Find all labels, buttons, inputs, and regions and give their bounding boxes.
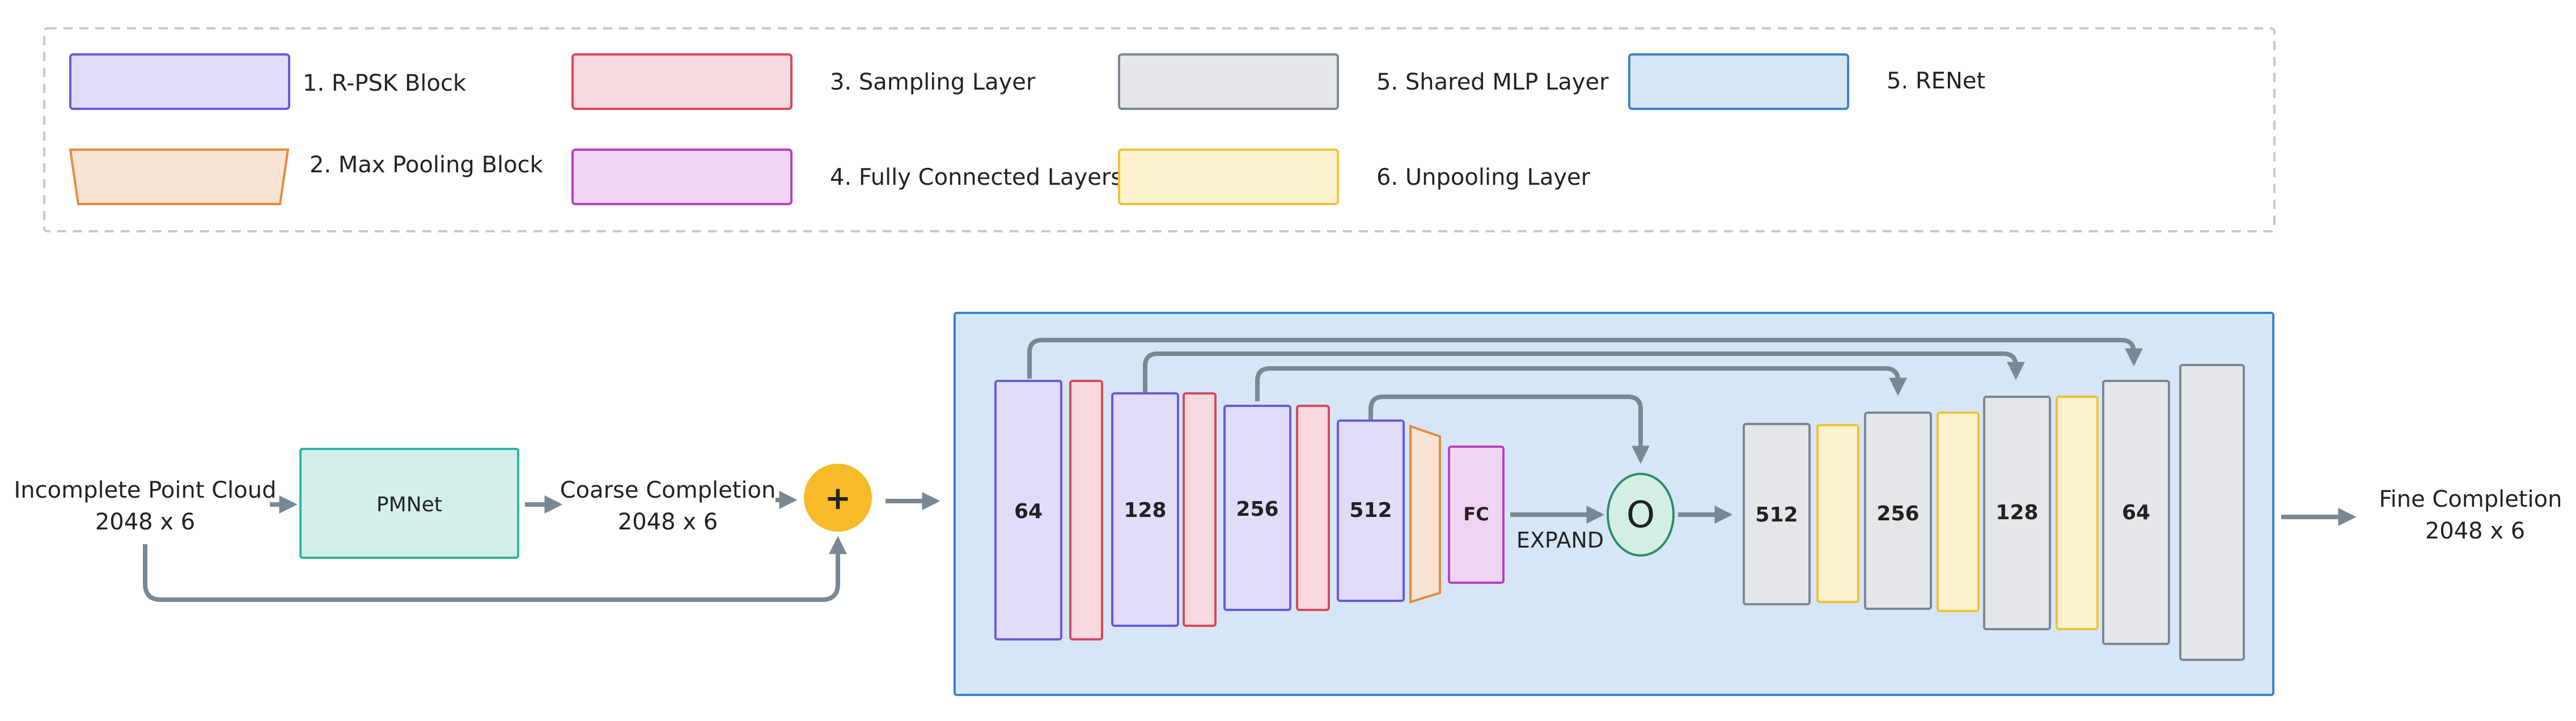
skip-connection-512 [1368,395,1650,464]
legend-label-shared-mlp-layer: 5. Shared MLP Layer [1376,69,1609,95]
skip-connection-256 [1255,366,1907,401]
decoder-label-64: 64 [2122,501,2150,524]
decoder-label-512: 512 [1755,503,1798,527]
skip-connection-64 [1027,338,2143,379]
legend: 1. R-PSK Block 2. Max Pooling Block 3. S… [43,27,2276,232]
encoder-sampling-layer-3 [1296,405,1330,611]
legend-label-unpooling-layer: 6. Unpooling Layer [1376,164,1591,190]
legend-label-rpsk-block: 1. R-PSK Block [303,70,467,96]
expand-label: EXPAND [1516,528,1604,553]
decoder-shared-mlp-512 [1743,423,1811,605]
fully-connected-block [1448,446,1505,584]
encoder-label-64: 64 [1014,500,1043,523]
skip-path-input-to-add [143,536,847,602]
pmnet-box [299,448,519,559]
output-label-line2: 2048 x 6 [2425,518,2525,544]
legend-swatch-shared-mlp-layer [1118,53,1339,110]
output: Fine Completion 2048 x 6 [2281,486,2562,544]
encoder-label-256: 256 [1236,498,1278,521]
encoder-rpsk-block-512 [1337,419,1405,602]
decoder-shared-mlp-128 [1983,396,2051,630]
encoder-sampling-layer-2 [1183,392,1217,627]
legend-label-max-pooling-block: 2. Max Pooling Block [310,152,544,178]
coarse-label-line1: Coarse Completion [560,477,776,503]
legend-swatch-unpooling-layer [1118,149,1339,205]
encoder-rpsk-block-64 [994,380,1062,641]
skip-connection-128 [1143,351,2025,392]
decoder-shared-mlp-256 [1864,412,1932,610]
decoder-shared-mlp-output [2179,364,2245,661]
add-symbol: + [825,480,851,517]
renet: 64 128 256 512 FC EXPAND O 512 256 128 6… [954,312,2274,696]
decoder-label-256: 256 [1876,502,1919,525]
bottleneck-label: O [1626,494,1655,536]
encoder-sampling-layer-1 [1069,380,1103,641]
legend-label-fully-connected-layers: 4. Fully Connected Layers [830,164,1122,190]
decoder-shared-mlp-64 [2102,380,2170,645]
legend-swatch-renet [1628,53,1849,110]
decoder-label-128: 128 [1995,501,2038,524]
decoder-unpooling-layer-1 [1816,424,1859,603]
decoder-unpooling-layer-3 [2056,396,2099,630]
encoder-label-512: 512 [1349,499,1392,522]
legend-swatch-max-pooling-block [69,149,290,205]
add-node [804,464,872,532]
encoder-rpsk-block-256 [1223,405,1291,611]
pmnet-label: PMNet [376,493,442,516]
encoder-rpsk-block-128 [1111,392,1179,627]
legend-swatch-fully-connected-layers [571,149,793,205]
legend-label-sampling-layer: 3. Sampling Layer [830,69,1036,95]
legend-swatch-rpsk-block [69,53,290,110]
max-pooling-block [1409,425,1441,604]
bottleneck-node [1607,473,1675,557]
input-pipeline: Incomplete Point Cloud 2048 x 6 PMNet Co… [14,448,940,602]
coarse-label-line2: 2048 x 6 [618,509,718,535]
legend-swatch-sampling-layer [571,53,793,110]
decoder-unpooling-layer-2 [1937,412,1980,612]
input-label-line2: 2048 x 6 [95,509,195,535]
output-label-line1: Fine Completion [2379,486,2562,512]
legend-label-renet: 5. RENet [1887,68,1985,94]
legend-frame [43,27,2276,232]
input-label-line1: Incomplete Point Cloud [14,477,277,503]
encoder-label-128: 128 [1124,499,1166,522]
fc-label: FC [1463,503,1489,525]
